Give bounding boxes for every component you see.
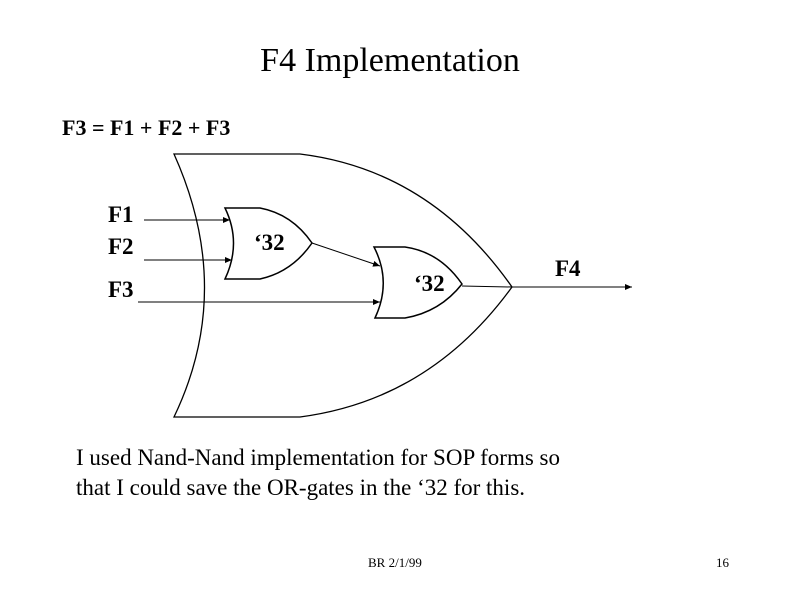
output-label-f4: F4 xyxy=(555,256,581,281)
or-gate-2 xyxy=(372,246,463,319)
input-label-f1: F1 xyxy=(108,202,134,227)
gate-2-label: ‘32 xyxy=(414,271,445,296)
wire-gate1-to-gate2 xyxy=(311,242,381,267)
or-gate-1 xyxy=(223,207,313,280)
equation: F3 = F1 + F2 + F3 xyxy=(62,115,231,140)
input-label-f3: F3 xyxy=(108,277,134,302)
wire-gate2-out xyxy=(461,285,513,288)
page-number: 16 xyxy=(716,555,729,570)
outer-or-gate xyxy=(172,153,513,418)
input-label-f2: F2 xyxy=(108,234,134,259)
note-line: I used Nand-Nand implementation for SOP … xyxy=(76,445,560,470)
gate-1-label: ‘32 xyxy=(254,230,285,255)
footer: BR 2/1/99 xyxy=(368,555,422,570)
slide-title: F4 Implementation xyxy=(260,42,520,79)
note: I used Nand-Nand implementation for SOP … xyxy=(76,443,560,503)
note-line: that I could save the OR-gates in the ‘3… xyxy=(76,475,526,500)
